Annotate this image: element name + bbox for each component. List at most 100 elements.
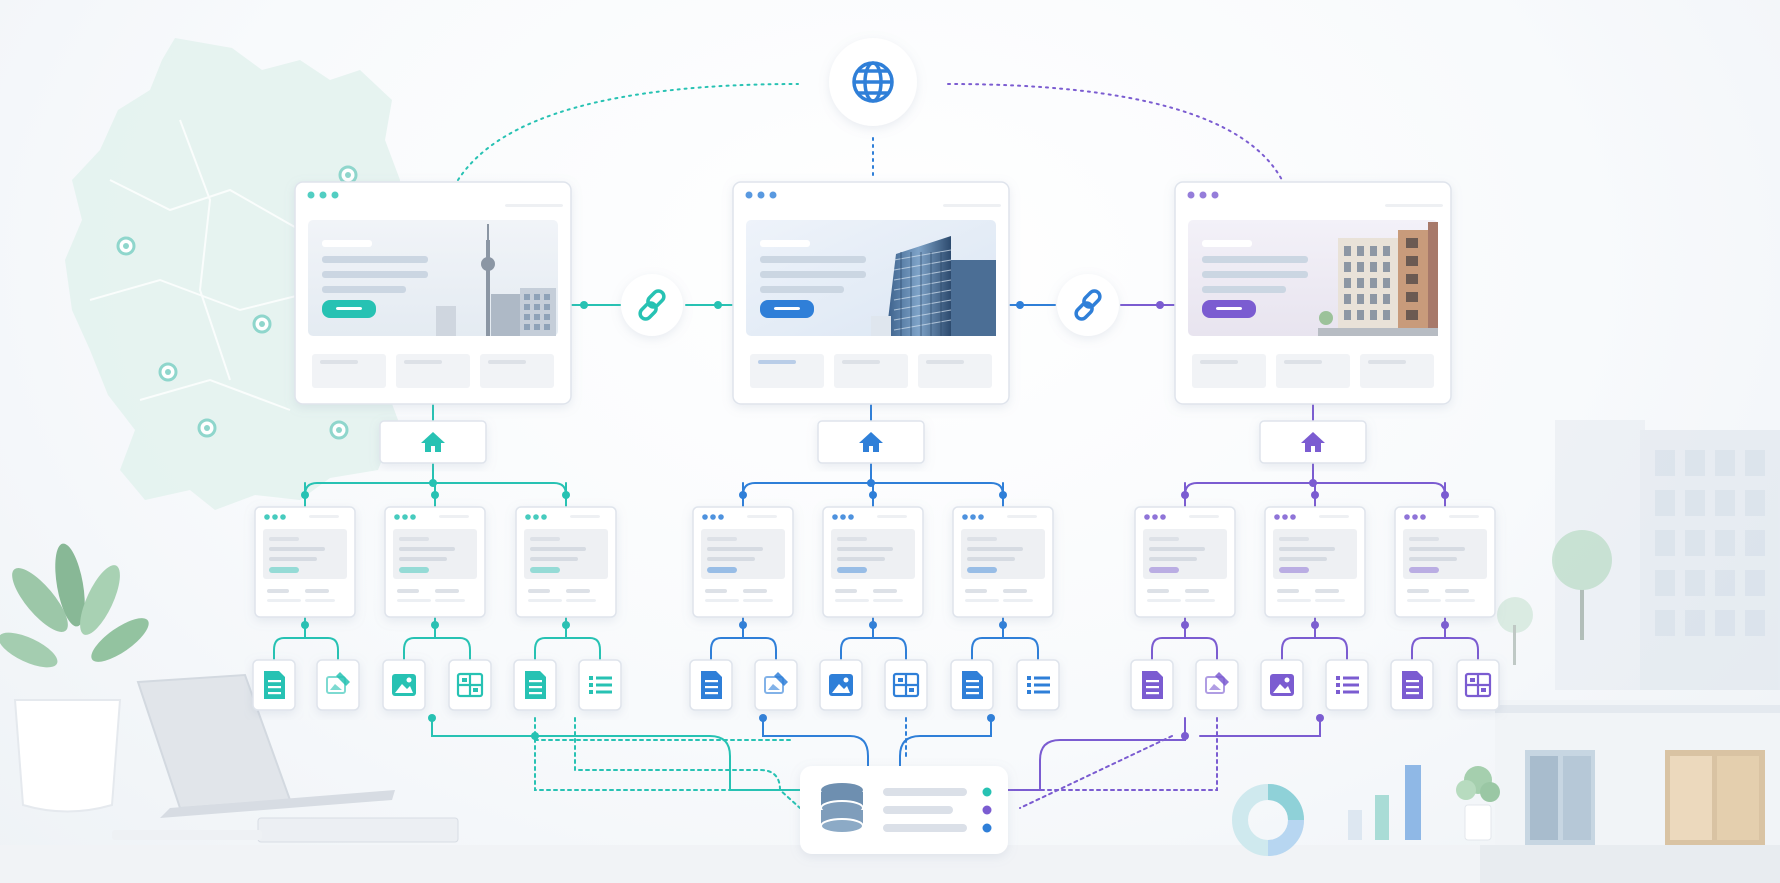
subpage-footer <box>965 589 987 593</box>
list-icon[interactable] <box>1325 659 1369 711</box>
link-chain <box>1074 301 1094 321</box>
window <box>524 294 530 300</box>
skyline-block <box>436 306 456 336</box>
hero-cta-label <box>774 307 800 310</box>
subpage-card[interactable] <box>822 506 924 618</box>
subpage-card[interactable] <box>515 506 617 618</box>
list-icon[interactable] <box>578 659 622 711</box>
subpage-button <box>967 567 997 573</box>
notebook-icon <box>112 817 459 843</box>
subpage-card[interactable] <box>692 506 794 618</box>
small-plant-icon <box>1456 766 1500 841</box>
link-icon[interactable] <box>1057 274 1119 336</box>
list-icon[interactable] <box>1016 659 1060 711</box>
document-icon[interactable] <box>950 659 994 711</box>
subpage-footer <box>1445 589 1469 593</box>
connector-node <box>869 621 877 629</box>
grid-icon[interactable] <box>884 659 928 711</box>
subpage-footer <box>1185 589 1209 593</box>
glyph-pencil <box>1215 672 1229 686</box>
image-icon[interactable] <box>819 659 863 711</box>
icon-tile <box>1195 659 1239 711</box>
glyph-sun <box>1284 677 1290 683</box>
window-dot <box>848 514 854 520</box>
subpage-card[interactable] <box>1134 506 1236 618</box>
subpage-line <box>399 547 455 551</box>
connector-node <box>1441 491 1449 499</box>
window-dot <box>962 514 968 520</box>
subpage-line <box>1279 537 1309 541</box>
connector <box>457 83 799 181</box>
image-edit-icon[interactable] <box>316 659 360 711</box>
image-edit-icon[interactable] <box>754 659 798 711</box>
address-bar <box>1449 515 1479 518</box>
document-icon[interactable] <box>252 659 296 711</box>
subpage-footer <box>743 589 767 593</box>
subpage-line <box>837 557 885 561</box>
subpage-line <box>399 537 429 541</box>
link-icon[interactable] <box>621 274 683 336</box>
hub-node[interactable] <box>829 38 917 126</box>
connector-node <box>1311 621 1319 629</box>
window <box>1406 256 1418 266</box>
connector <box>947 83 1283 181</box>
image-icon[interactable] <box>382 659 426 711</box>
database-node[interactable] <box>800 766 1008 854</box>
window-dot <box>1199 191 1207 199</box>
site-homepage-card[interactable] <box>732 181 1010 405</box>
subpage-hero <box>701 529 785 579</box>
window <box>1370 262 1377 272</box>
subpage-card[interactable] <box>384 506 486 618</box>
subpage-card[interactable] <box>1264 506 1366 618</box>
document-icon[interactable] <box>513 659 557 711</box>
document-icon[interactable] <box>689 659 733 711</box>
grid-icon[interactable] <box>448 659 492 711</box>
tile-line <box>842 360 880 364</box>
subpage-footer <box>267 589 289 593</box>
glyph-line <box>596 676 612 680</box>
connector-node <box>531 732 539 740</box>
subpage-footer <box>835 589 857 593</box>
window <box>534 294 540 300</box>
document-icon[interactable] <box>1390 659 1434 711</box>
window-dot <box>402 514 408 520</box>
glyph-cell <box>1481 688 1486 692</box>
glyph-line <box>705 686 718 689</box>
window <box>1357 246 1364 256</box>
site-home-node[interactable] <box>817 420 925 464</box>
content-tile <box>312 354 386 388</box>
glyph-sun <box>843 677 849 683</box>
image-icon[interactable] <box>1260 659 1304 711</box>
subpage-button <box>837 567 867 573</box>
subpage-card[interactable] <box>1394 506 1496 618</box>
hero-tag <box>1202 240 1252 247</box>
address-bar <box>1189 515 1219 518</box>
glyph-line <box>1146 680 1159 683</box>
historic-street-buildings <box>1318 222 1438 336</box>
purple-site-cluster <box>1130 181 1500 711</box>
subpage-line <box>269 557 317 561</box>
window-dot <box>264 514 270 520</box>
subpage-card[interactable] <box>254 506 356 618</box>
glyph-line <box>966 680 979 683</box>
site-home-node[interactable] <box>1259 420 1367 464</box>
window <box>534 324 540 330</box>
glyph-bullet <box>1336 676 1340 680</box>
subpage-hero <box>1273 529 1357 579</box>
tile-line <box>1200 360 1238 364</box>
hero-line <box>760 271 866 278</box>
subpage-hero <box>831 529 915 579</box>
site-homepage-card[interactable] <box>294 181 572 405</box>
site-homepage-card[interactable] <box>1174 181 1452 405</box>
map-pin-dot <box>336 427 342 433</box>
window <box>1370 278 1377 288</box>
glyph-line <box>268 692 281 695</box>
document-icon[interactable] <box>1130 659 1174 711</box>
window-dot <box>1404 514 1410 520</box>
address-bar <box>570 515 600 518</box>
image-edit-icon[interactable] <box>1195 659 1239 711</box>
site-home-node[interactable] <box>379 420 487 464</box>
subpage-footer <box>435 589 459 593</box>
grid-icon[interactable] <box>1456 659 1500 711</box>
subpage-card[interactable] <box>952 506 1054 618</box>
